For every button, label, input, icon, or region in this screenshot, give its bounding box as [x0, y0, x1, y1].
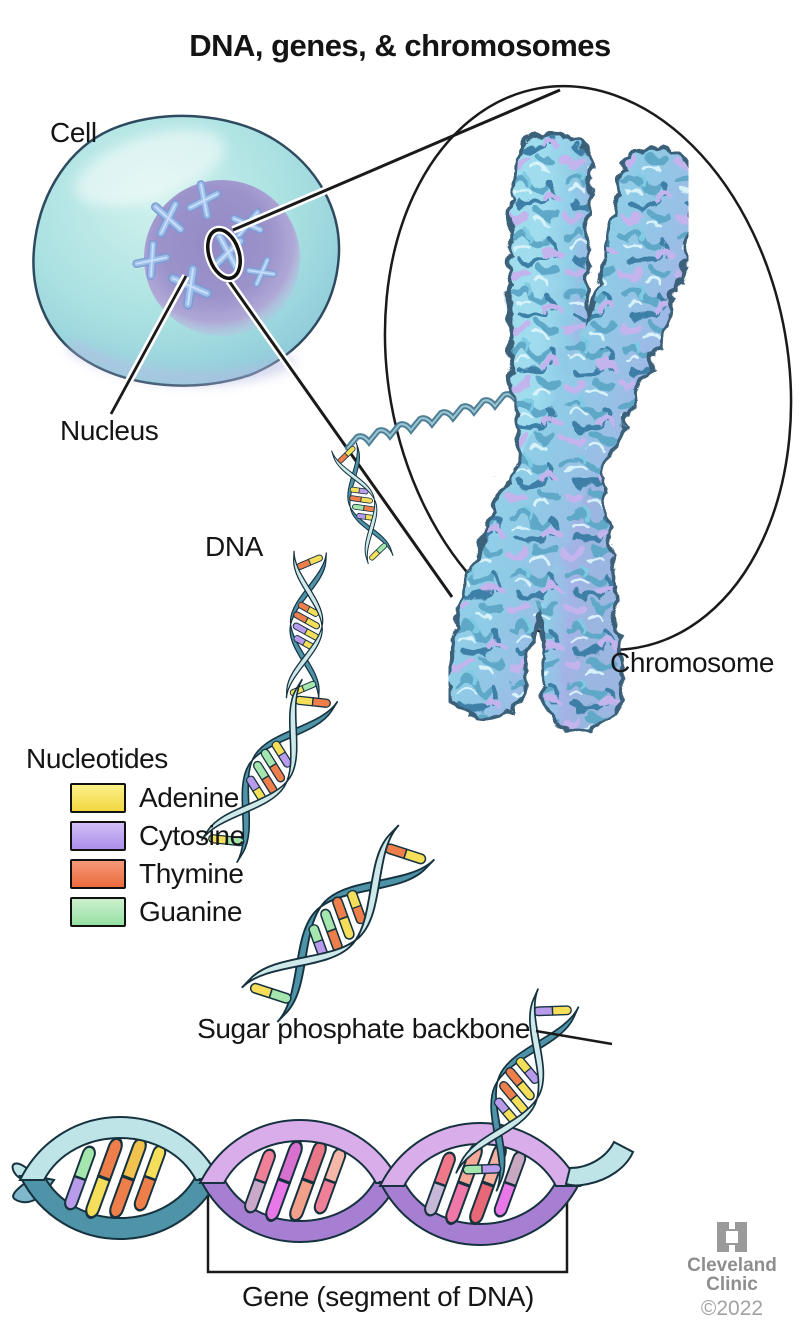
credit-block: Cleveland Clinic ©2022 — [676, 1222, 788, 1321]
legend-row-cytosine: Cytosine — [70, 820, 245, 851]
adenine-label: Adenine — [139, 782, 239, 813]
nucleotides-header: Nucleotides — [26, 743, 168, 774]
nucleus-label: Nucleus — [60, 415, 159, 446]
cell-highlight — [75, 129, 225, 207]
magnifier-circle — [203, 225, 245, 283]
legend-row-adenine: Adenine — [70, 782, 245, 813]
cleveland-clinic-logo-icon — [717, 1222, 747, 1252]
legend-row-guanine: Guanine — [70, 896, 245, 927]
chromatin-fiber — [345, 391, 519, 451]
zoom-ellipse — [383, 84, 793, 652]
guanine-swatch — [70, 897, 126, 927]
guanine-label: Guanine — [139, 896, 243, 927]
legend-row-thymine: Thymine — [70, 858, 245, 889]
chromosome-illustration — [442, 127, 695, 729]
credit-name-line2: Clinic — [706, 1274, 758, 1295]
sugar-backbone-label: Sugar phosphate backbone — [197, 1013, 530, 1044]
cell-rim-shading — [67, 340, 295, 384]
thymine-label: Thymine — [139, 858, 244, 889]
sugar-pointer-line — [535, 1029, 613, 1046]
adenine-swatch — [70, 783, 126, 813]
magnifier-lines — [225, 86, 562, 600]
cell-illustration — [32, 114, 341, 387]
gene-label: Gene (segment of DNA) — [242, 1281, 534, 1312]
credit-year: ©2022 — [700, 1297, 764, 1320]
cytosine-label: Cytosine — [139, 820, 245, 851]
nucleotide-legend: Adenine Cytosine Thymine Guanine — [70, 782, 245, 936]
dna-label: DNA — [205, 531, 263, 562]
thymine-swatch — [70, 859, 126, 889]
chromosome-label: Chromosome — [610, 647, 775, 678]
cell-label: Cell — [50, 117, 97, 148]
page-title: DNA, genes, & chromosomes — [189, 28, 611, 63]
helix-connector — [564, 1140, 635, 1187]
gene-bracket — [206, 1160, 569, 1274]
credit-name-line1: Cleveland — [687, 1255, 777, 1276]
cytosine-swatch — [70, 821, 126, 851]
gene-helix — [11, 1117, 635, 1245]
nucleus-pointer-line — [107, 274, 190, 416]
